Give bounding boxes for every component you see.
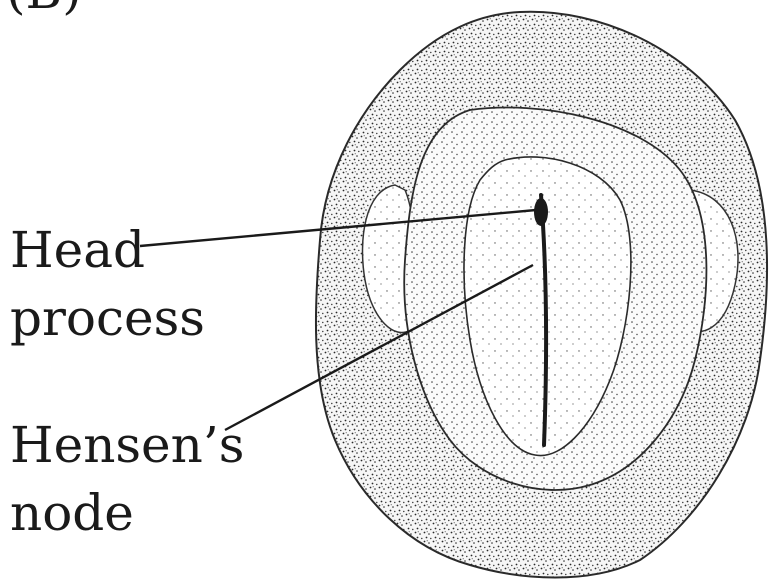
head-process-label-line1: Head (10, 225, 145, 275)
hensens-node-mark (534, 198, 548, 226)
hensens-node-label-line2: node (10, 488, 134, 538)
head-process-label-line2: process (10, 293, 205, 343)
hensens-node-label-line1: Hensen’s (10, 420, 244, 470)
panel-label: (B) (6, 0, 82, 16)
